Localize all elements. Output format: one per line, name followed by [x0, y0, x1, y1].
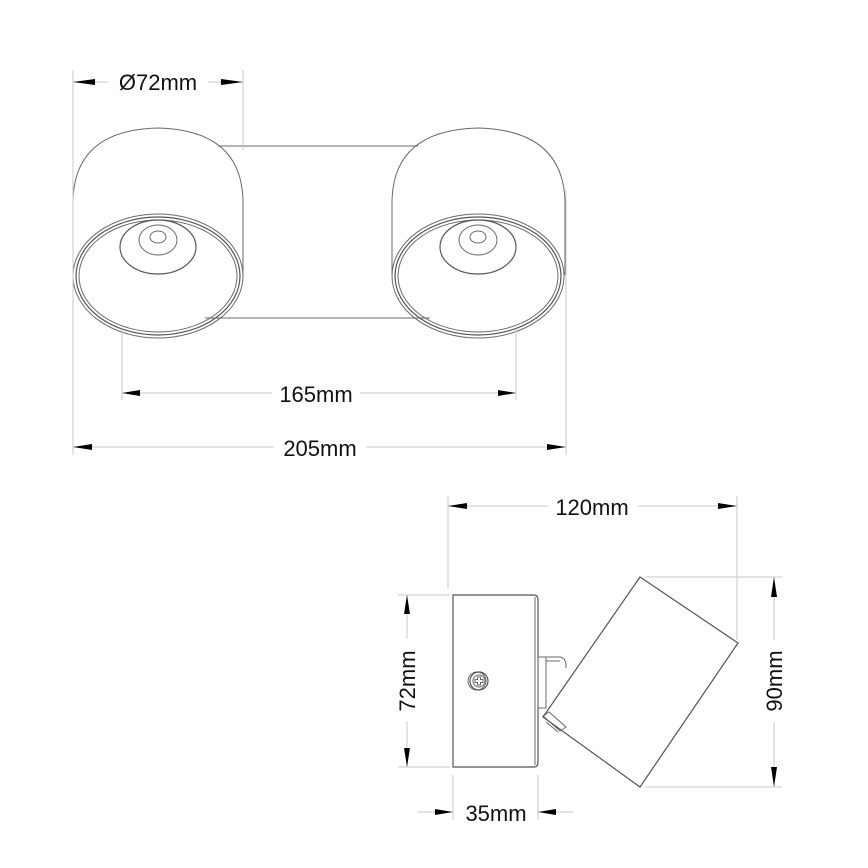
depth-dimension: 120mm [448, 491, 737, 521]
overall-width-dimension: 205mm [73, 432, 566, 462]
base-depth-dimension: 35mm [418, 801, 573, 826]
side-view: 120mm 72mm 90mm 35mm [392, 491, 789, 826]
phillips-screw-icon [467, 671, 489, 691]
base-depth-label: 35mm [465, 801, 526, 826]
side-view-extension-lines [398, 496, 782, 820]
tilted-lamp-head [542, 576, 739, 788]
left-lamp-head [72, 127, 244, 339]
center-spacing-label: 165mm [279, 382, 352, 407]
connector-body [205, 145, 430, 319]
wall-base-plate [452, 594, 539, 768]
base-height-dimension: 72mm [392, 595, 422, 767]
head-height-label: 90mm [762, 650, 787, 711]
diameter-label: Ø72mm [119, 70, 197, 95]
swivel-bracket [537, 656, 567, 733]
top-view: Ø72mm 165mm 205mm [72, 66, 567, 462]
top-view-extension-lines [72, 70, 567, 455]
depth-label: 120mm [555, 495, 628, 520]
head-height-dimension: 90mm [759, 577, 789, 787]
diameter-dimension: Ø72mm [73, 66, 243, 96]
overall-width-label: 205mm [283, 436, 356, 461]
base-height-label: 72mm [395, 650, 420, 711]
center-spacing-dimension: 165mm [122, 378, 516, 408]
right-lamp-head [391, 127, 566, 339]
